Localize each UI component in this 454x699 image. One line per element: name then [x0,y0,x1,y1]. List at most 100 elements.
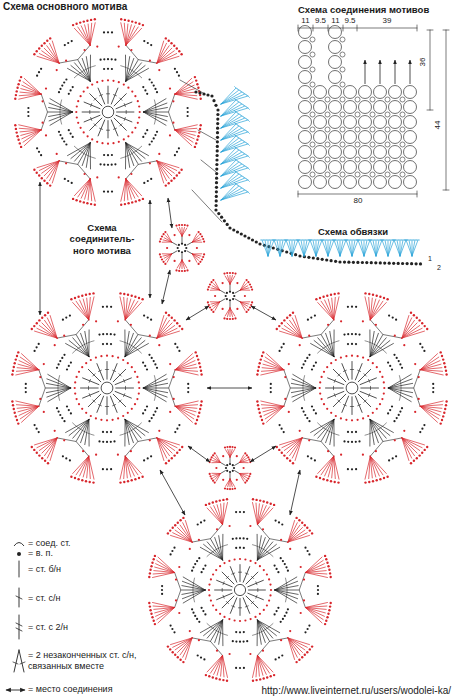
stitch-mark [281,452,283,454]
stitch-mark [207,301,209,303]
stitch-mark [211,281,213,283]
stitch-mark [76,456,89,475]
stitch-mark [103,68,105,70]
stitch-mark [111,120,118,136]
stitch-mark [81,388,99,389]
stitch-mark [175,638,192,650]
stitch-mark [328,299,334,320]
stitch-mark [219,678,221,680]
stitch-mark [340,357,342,359]
stitch-mark [223,655,225,677]
stitch-mark [61,85,63,87]
stitch-mark [175,92,196,94]
stitch-mark [176,174,178,176]
stitch-mark [84,49,86,51]
stitch-mark [441,355,443,357]
stitch-mark [68,365,70,367]
stitch-mark [62,319,64,321]
stitch-mark [93,157,96,159]
stitch-mark [188,234,190,236]
stitch-mark [90,55,91,81]
stitch-mark [228,449,230,457]
stitch-mark [387,412,389,414]
stitch-mark [199,261,201,263]
stitch-mark [47,388,71,397]
main-motif [14,18,202,206]
stitch-mark [207,624,209,626]
stitch-mark [180,525,192,542]
stitch-mark [177,260,182,268]
stitch-mark [194,615,196,617]
stitch-mark [138,438,157,442]
stitch-mark [257,620,261,644]
stitch-mark [22,354,39,370]
stitch-mark [157,438,170,456]
stitch-mark [311,368,313,370]
stitch-mark [305,571,326,573]
stitch-mark [169,529,171,531]
stitch-mark [113,394,126,407]
stitch-mark [74,393,76,395]
stitch-mark [102,431,104,433]
stitch-mark [212,473,221,474]
stitch-mark [284,563,286,565]
stitch-mark [398,414,400,416]
stitch-mark [303,579,305,581]
stitch-mark [318,351,320,353]
stitch-mark [105,369,108,370]
stitch-mark [148,576,150,578]
stitch-mark [343,334,345,336]
stitch-mark [220,290,225,293]
stitch-mark [214,452,216,454]
stitch-mark [43,363,45,365]
stitch-mark [372,362,374,364]
stitch-mark [203,520,205,522]
stitch-mark [138,60,157,64]
stitch-mark [70,362,72,364]
stitch-mark [392,317,394,319]
stitch-mark [178,172,180,174]
stitch-mark [73,423,75,425]
stitch-mark [46,388,70,393]
stitch-mark [157,56,179,63]
stitch-mark [215,500,217,502]
stitch-mark [86,155,89,156]
stitch-mark [260,415,262,417]
stitch-mark [258,655,270,673]
stitch-mark [203,658,205,660]
stitch-mark [61,357,63,359]
stitch-mark [160,256,162,258]
stitch-mark [263,677,265,679]
stitch-mark [383,297,385,299]
stitch-mark [198,412,200,414]
stitch-mark [60,118,62,121]
stitch-mark [253,503,258,525]
stitch-mark [236,308,238,310]
stitch-mark [171,638,193,645]
stitch-mark [226,470,228,472]
stitch-mark [173,398,175,400]
stitch-mark [384,423,386,425]
stitch-mark [175,364,196,370]
stitch-mark [261,419,263,421]
stitch-mark [301,656,303,658]
stitch-mark [303,599,305,601]
stitch-mark [83,378,99,385]
stitch-mark [421,322,423,324]
stitch-mark [303,363,305,365]
stitch-mark [197,654,199,656]
stitch-mark [194,563,196,565]
stitch-mark [370,456,383,475]
stitch-mark [93,65,96,67]
stitch-mark [128,68,131,69]
stitch-mark [258,366,260,368]
stitch-mark [402,328,422,338]
stitch-mark [307,628,309,630]
stitch-mark [75,349,77,351]
stitch-mark [326,408,328,410]
stitch-mark [355,396,362,412]
stitch-mark [311,405,313,407]
stitch-mark [147,317,149,319]
stitch-mark [191,570,193,572]
stitch-mark [305,608,322,623]
